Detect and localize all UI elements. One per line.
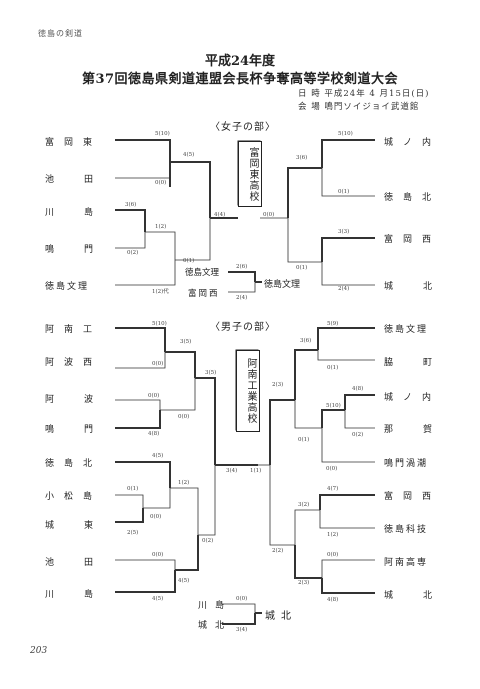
men-team-right: 富岡西: [384, 492, 442, 502]
men-team-left: 池田: [45, 558, 124, 568]
men-third-team: 川島: [198, 601, 233, 611]
score: 1(2): [155, 224, 167, 230]
score: 3(5): [205, 370, 217, 376]
men-team-right: 城北: [384, 591, 463, 601]
score: 0(1): [338, 189, 350, 195]
men-third-winner: 城北: [265, 611, 297, 622]
women-team-right: 城ノ内: [384, 138, 442, 148]
score: 0(1): [298, 437, 310, 443]
score: 0(1): [183, 258, 195, 264]
score: 5(9): [327, 321, 339, 327]
score: 0(0): [326, 466, 338, 472]
score: 0(0): [150, 514, 162, 520]
score: 4(5): [178, 578, 190, 584]
score: 0(0): [148, 393, 160, 399]
score: 1(2): [178, 480, 190, 486]
score: 3(2): [298, 502, 310, 508]
men-champion: 阿南工業高校: [236, 350, 260, 432]
score: 2(3): [272, 382, 284, 388]
score: 1(2)代: [152, 289, 169, 295]
score: 4(5): [183, 152, 195, 158]
score: 4(7): [327, 486, 339, 492]
women-third-winner: 徳島文理: [264, 280, 301, 290]
score: 2(4): [338, 286, 350, 292]
score: 0(0): [178, 414, 190, 420]
women-team-left: 川島: [45, 208, 124, 218]
men-heading: 〈男子の部〉: [210, 322, 276, 333]
score: 2(6): [236, 264, 248, 270]
score: 3(5): [180, 339, 192, 345]
title-year: 平成24年度: [204, 54, 276, 69]
women-team-right: 富岡西: [384, 235, 442, 245]
score: 4(8): [327, 597, 339, 603]
men-team-left: 阿南工: [45, 325, 103, 335]
score: 4(8): [352, 386, 364, 392]
men-team-right: 城ノ内: [384, 393, 442, 403]
men-team-left: 城東: [45, 521, 124, 531]
women-team-left: 池田: [45, 175, 124, 185]
score: 3(4): [226, 468, 238, 474]
women-third-team: 富岡西: [188, 289, 220, 299]
women-champion: 富岡東高校: [238, 141, 262, 207]
men-team-left: 徳島北: [45, 459, 103, 469]
score: 2(5): [127, 530, 139, 536]
men-team-left: 阿波: [45, 395, 124, 405]
score: 0(0): [155, 180, 167, 186]
men-team-left: 鳴門: [45, 425, 124, 435]
men-team-right: 那賀: [384, 425, 463, 435]
score: 2(4): [236, 295, 248, 301]
score: 4(5): [152, 596, 164, 602]
score: 0(1): [296, 265, 308, 271]
score: 3(6): [125, 202, 137, 208]
men-third-team: 城北: [198, 621, 233, 631]
men-team-left: 小松島: [45, 492, 103, 502]
score: 0(1): [127, 486, 139, 492]
running-header: 徳島の剣道: [38, 29, 83, 38]
women-team-left: 富岡東: [45, 138, 103, 148]
title-main: 第37回徳島県剣道連盟会長杯争奪高等学校剣道大会: [81, 72, 399, 87]
score: 4(4): [214, 212, 226, 218]
score: 2(3): [298, 580, 310, 586]
score: 1(1): [250, 468, 262, 474]
score: 3(4): [236, 627, 248, 633]
score: 2(2): [272, 548, 284, 554]
score: 5(10): [152, 321, 167, 327]
men-team-right: 阿南高専: [384, 558, 429, 568]
women-team-left: 鳴門: [45, 245, 124, 255]
score: 0(0): [263, 212, 275, 218]
women-heading: 〈女子の部〉: [210, 122, 276, 133]
women-team-right: 徳島北: [384, 193, 442, 203]
score: 0(2): [127, 250, 139, 256]
event-date: 日 時 平成24年 4 月15日(日): [298, 89, 430, 99]
men-team-right: 鳴門渦潮: [384, 459, 429, 469]
score: 3(3): [338, 229, 350, 235]
men-team-right: 徳島文理: [384, 325, 429, 335]
score: 3(6): [296, 155, 308, 161]
event-venue: 会 場 鳴門ソイジョイ武道館: [298, 102, 420, 112]
score: 5(10): [326, 403, 341, 409]
score: 5(10): [155, 131, 170, 137]
women-third-team: 徳島文理: [185, 268, 220, 278]
page-number: 203: [30, 646, 48, 656]
score: 4(5): [152, 453, 164, 459]
score: 0(2): [202, 538, 214, 544]
men-team-left: 阿波西: [45, 358, 103, 368]
women-team-left: 徳島文理: [45, 282, 90, 292]
men-team-right: 脇町: [384, 358, 463, 368]
women-team-right: 城北: [384, 282, 463, 292]
score: 0(0): [152, 552, 164, 558]
men-team-left: 川島: [45, 590, 124, 600]
score: 0(0): [236, 596, 248, 602]
score: 0(0): [152, 361, 164, 367]
score: 0(0): [327, 552, 339, 558]
score: 3(6): [300, 338, 312, 344]
score: 0(2): [352, 432, 364, 438]
men-team-right: 徳島科技: [384, 525, 429, 535]
score: 0(1): [327, 365, 339, 371]
score: 4(8): [148, 431, 160, 437]
score: 5(10): [338, 131, 353, 137]
score: 1(2): [327, 532, 339, 538]
